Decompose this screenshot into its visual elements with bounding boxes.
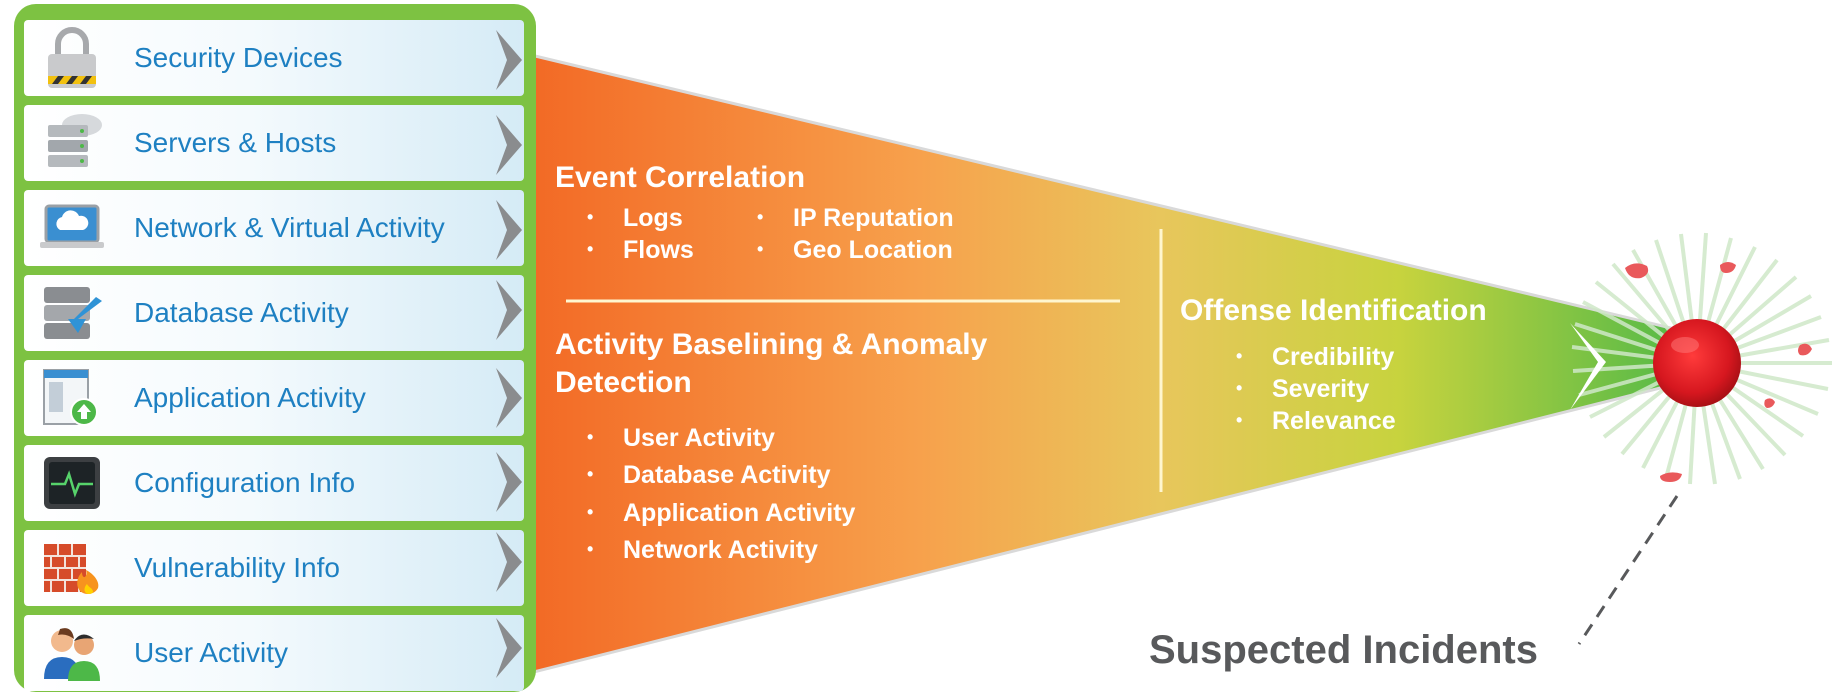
source-row-database: Database Activity xyxy=(24,275,524,351)
padlock-icon xyxy=(48,27,96,88)
event-correlation-item: Flows xyxy=(587,233,694,266)
firewall-icon xyxy=(44,544,99,594)
source-row-security-devices: Security Devices xyxy=(24,20,524,96)
baselining-item: Application Activity xyxy=(587,496,855,529)
offense-item: Relevance xyxy=(1236,404,1396,437)
source-label: Vulnerability Info xyxy=(134,552,340,583)
baselining-item: User Activity xyxy=(587,421,775,454)
event-correlation-item: Logs xyxy=(587,201,683,234)
event-correlation-item: IP Reputation xyxy=(757,201,954,234)
application-upload-icon xyxy=(43,369,98,426)
source-row-user: User Activity xyxy=(24,615,524,691)
baselining-title-line1: Activity Baselining & Anomaly xyxy=(555,328,988,361)
baselining-title-line2: Detection xyxy=(555,366,692,399)
source-row-servers-hosts: Servers & Hosts xyxy=(24,105,524,181)
source-label: Database Activity xyxy=(134,297,349,328)
source-label: Network & Virtual Activity xyxy=(134,212,445,243)
baselining-item: Database Activity xyxy=(587,458,831,491)
suspected-incidents-label: Suspected Incidents xyxy=(1149,628,1538,672)
monitor-pulse-icon xyxy=(44,457,100,509)
database-icon xyxy=(44,287,102,339)
source-label: Application Activity xyxy=(134,382,366,413)
funnel-tip-arrow xyxy=(1570,323,1606,410)
data-sources-panel: Security Devices Servers & Hosts Network… xyxy=(14,4,536,692)
source-row-network-virtual: Network & Virtual Activity xyxy=(24,190,524,266)
event-correlation-title: Event Correlation xyxy=(555,161,806,194)
source-label: User Activity xyxy=(134,637,289,668)
incident-ball xyxy=(1653,319,1741,407)
source-label: Configuration Info xyxy=(134,467,356,498)
source-row-vulnerability: Vulnerability Info xyxy=(24,530,524,606)
source-row-configuration: Configuration Info xyxy=(24,445,524,521)
baselining-item: Network Activity xyxy=(587,533,818,566)
offense-item: Credibility xyxy=(1236,340,1394,373)
source-label: Security Devices xyxy=(134,42,343,73)
offense-item: Severity xyxy=(1236,372,1369,405)
users-icon xyxy=(44,628,100,681)
offense-title: Offense Identification xyxy=(1180,294,1487,327)
event-correlation-item: Geo Location xyxy=(757,233,953,266)
splatter-marks xyxy=(1625,262,1812,482)
incident-leader-line xyxy=(1577,495,1679,645)
cloud-laptop-icon xyxy=(40,204,104,248)
server-icon xyxy=(48,114,102,167)
source-row-application: Application Activity xyxy=(24,360,524,436)
source-label: Servers & Hosts xyxy=(134,127,337,158)
